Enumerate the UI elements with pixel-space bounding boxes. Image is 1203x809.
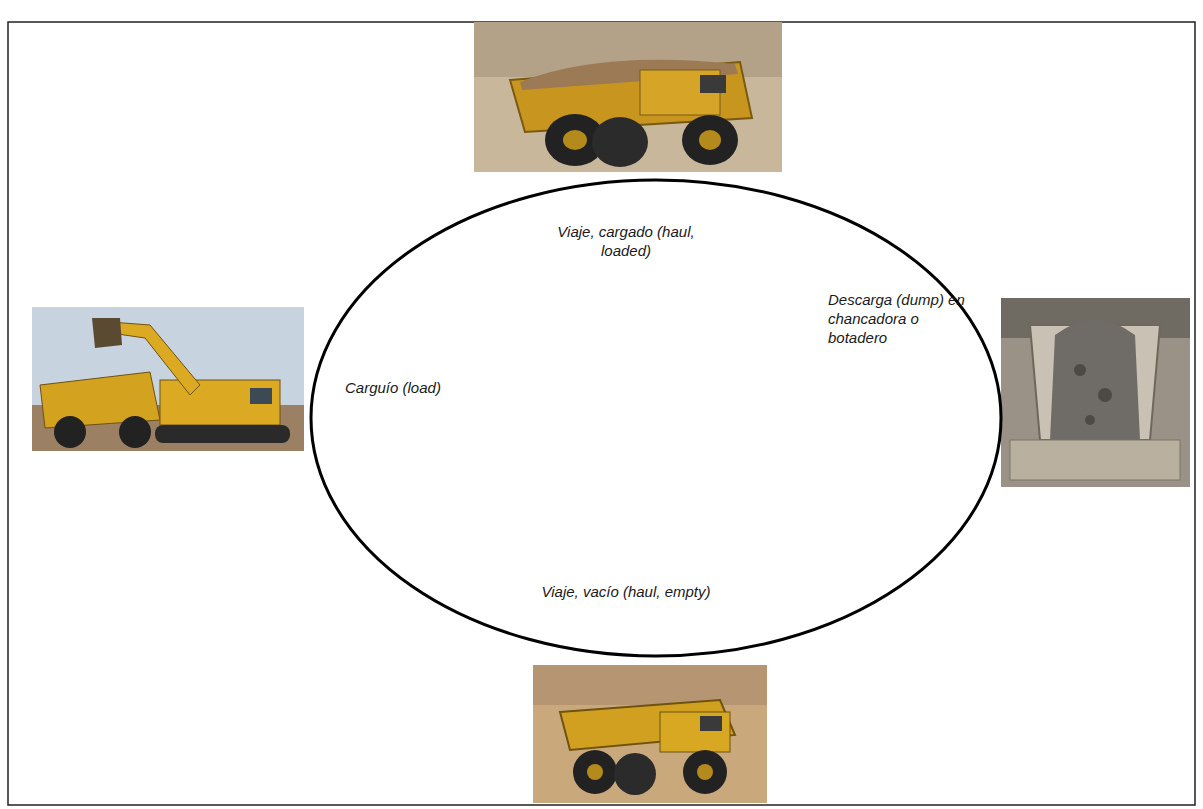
cycle-ellipse-outline: [311, 180, 1001, 656]
tire: [119, 416, 151, 448]
frame-border: [8, 22, 1195, 805]
photo-sky: [32, 307, 304, 451]
stage-label: Viaje, cargado (haul, loaded): [536, 222, 716, 260]
photo-ground: [533, 665, 767, 803]
stage-label: Carguío (load): [345, 378, 495, 397]
photo-ground: [474, 22, 782, 172]
cab-window: [700, 716, 722, 731]
photo-background: [1001, 298, 1190, 487]
cab-window: [250, 388, 272, 404]
tire: [683, 750, 727, 794]
tire: [573, 750, 617, 794]
wheel-hub: [563, 130, 587, 150]
cycle-ellipse: Viaje, cargado (haul, loaded) Carguío (lo…: [309, 178, 1003, 658]
stage-label: Descarga (dump) en chancadora o botadero: [828, 290, 978, 347]
dumping-photo: [1001, 298, 1190, 487]
truck-cab: [660, 712, 730, 752]
rock: [1098, 388, 1112, 402]
rock: [1085, 415, 1095, 425]
wheel-hub: [697, 764, 713, 780]
tire: [54, 416, 86, 448]
wheel-hub: [587, 764, 603, 780]
tire: [592, 117, 648, 167]
excavator-house: [160, 380, 280, 425]
stage-label: Viaje, vacío (haul, empty): [536, 582, 716, 601]
crusher-hopper: [1010, 440, 1180, 480]
loaded-truck-photo: [474, 22, 782, 172]
rock: [1074, 364, 1086, 376]
falling-rock: [1050, 320, 1140, 440]
loading-photo: [32, 307, 304, 451]
excavator-bucket: [92, 318, 122, 348]
photo-background: [533, 665, 767, 705]
excavator-tracks: [155, 425, 290, 443]
tire: [614, 753, 656, 795]
tire: [682, 115, 738, 165]
empty-truck-photo: [533, 665, 767, 803]
wheel-hub: [699, 130, 721, 150]
cab-window: [700, 75, 726, 93]
